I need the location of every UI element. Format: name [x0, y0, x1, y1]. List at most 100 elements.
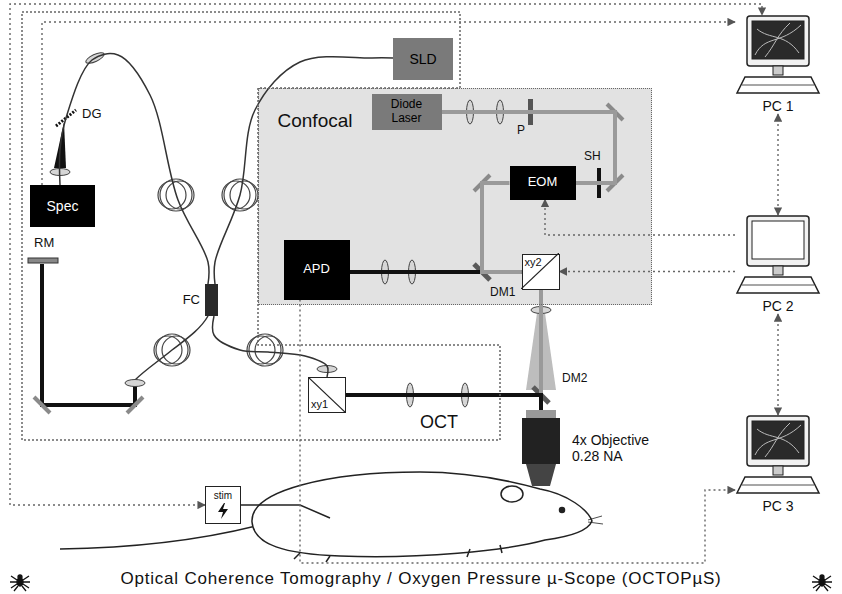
fiber-coil — [154, 179, 283, 366]
mirror — [34, 104, 623, 413]
reference-arm — [28, 258, 58, 263]
objective-lens — [522, 418, 560, 464]
fiber-coil — [255, 336, 283, 364]
modulator-box: EOM — [510, 166, 576, 200]
lightning-symbol — [218, 503, 228, 519]
computer-icon — [773, 266, 783, 275]
connector — [777, 114, 778, 215]
computer-icon — [737, 277, 819, 293]
mirror — [127, 397, 143, 413]
objective-lens — [522, 410, 560, 486]
computer-label: PC 2 — [762, 298, 793, 314]
rat-illustration — [60, 526, 256, 549]
beam-splitter — [521, 253, 559, 289]
connector — [42, 22, 735, 185]
lightning-symbol — [216, 503, 230, 519]
confocal-ground — [258, 88, 652, 305]
computer-icon — [773, 466, 783, 475]
connector — [777, 314, 778, 415]
computer-icon — [752, 421, 804, 459]
computer-icon — [755, 25, 801, 55]
label-holder: 4x Objective 0.28 NA — [572, 432, 668, 464]
computer-icon — [735, 15, 821, 95]
connector — [213, 316, 328, 377]
connector — [539, 290, 543, 411]
connector — [60, 54, 209, 284]
computer-icon — [735, 415, 821, 495]
rat-illustration — [501, 486, 523, 502]
stimulus-wire — [241, 505, 330, 518]
computer-icon — [747, 16, 809, 66]
light-source-box: SLD — [393, 38, 453, 80]
label-holder: xy1 — [311, 398, 328, 411]
connector — [560, 271, 736, 272]
spider-icon — [812, 576, 832, 591]
mirror — [34, 397, 50, 413]
box-label: Diode Laser — [378, 98, 436, 126]
objective-lens — [526, 410, 556, 418]
part-label: RM — [34, 236, 54, 251]
scanner-label: xy2 — [525, 256, 542, 269]
computer-icon — [765, 423, 790, 457]
computer: PC 2 — [735, 215, 821, 314]
region-outline — [22, 12, 500, 440]
computer-icon — [752, 21, 804, 59]
confocal-region: Confocal Diode LaserEOM APD xy2 — [258, 88, 652, 305]
scanner-box: xy2 — [522, 254, 560, 290]
reference-arm — [28, 258, 208, 405]
part-label: P — [517, 124, 525, 138]
part-label: DM1 — [490, 286, 515, 300]
laser-box: Diode Laser — [372, 94, 442, 130]
computer-label: PC 1 — [762, 98, 793, 114]
fiber-coil — [230, 181, 258, 209]
label-holder: OCT — [420, 412, 458, 433]
computer-icon — [735, 215, 821, 295]
spider-icon — [10, 575, 30, 591]
fiber-coupler: FC — [205, 284, 218, 316]
part-label: SH — [584, 150, 601, 164]
part-label: DG — [82, 107, 102, 122]
computer-icon — [765, 23, 790, 57]
connector — [346, 395, 541, 410]
cone-beam — [54, 122, 556, 390]
region-label: OCT — [420, 412, 458, 433]
computer-icon — [752, 221, 804, 259]
coupler-label: FC — [183, 293, 200, 308]
scanner-box: xy1 — [308, 377, 346, 413]
fiber-coil — [158, 181, 186, 209]
computer-icon — [755, 425, 801, 455]
computer-label: PC 3 — [762, 498, 793, 514]
label-holder: Confocal — [278, 110, 353, 132]
label-holder: RM — [34, 236, 54, 251]
lens — [50, 51, 551, 407]
fiber-coil — [249, 334, 281, 366]
rat-illustration — [588, 516, 603, 524]
computer-icon — [747, 416, 809, 466]
computer-icon — [742, 485, 814, 486]
objective-lens — [526, 464, 556, 486]
computer-icon — [742, 285, 814, 286]
reference-arm — [42, 264, 135, 405]
computer-icon — [737, 477, 819, 493]
objective-label: 4x Objective 0.28 NA — [572, 432, 668, 464]
computer-icon — [747, 216, 809, 266]
confocal-ground — [258, 88, 652, 305]
part-label: DM2 — [562, 372, 587, 386]
fiber-coil — [222, 181, 250, 209]
spider-icon — [820, 575, 824, 579]
box-label: APD — [303, 262, 330, 277]
computer: PC 1 — [735, 15, 821, 114]
fiber-coil — [154, 336, 182, 364]
rat-illustration — [294, 545, 502, 562]
spider-icon — [10, 576, 30, 591]
box-label: Spec — [47, 198, 79, 214]
region-label: Confocal — [278, 110, 353, 132]
box-label: SLD — [409, 51, 436, 67]
label-holder: DM1 — [490, 286, 515, 300]
fiber-coil — [247, 336, 275, 364]
scanner-label: xy1 — [311, 398, 328, 411]
computer: PC 3 — [735, 415, 821, 514]
caption-holder: Optical Coherence Tomography / Oxygen Pr… — [0, 569, 842, 589]
